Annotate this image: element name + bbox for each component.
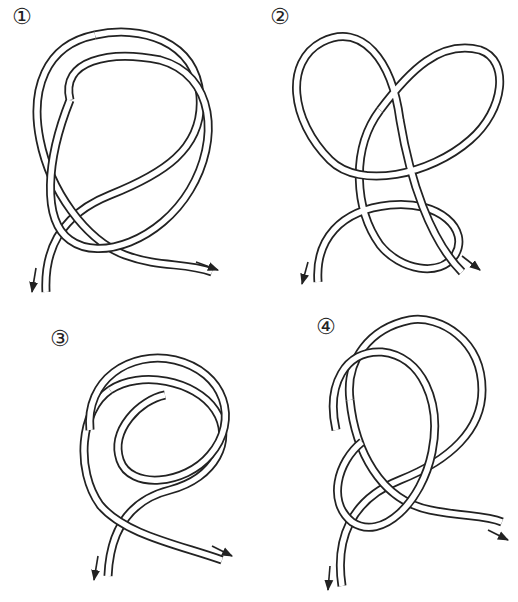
- callout-number: ④: [316, 316, 336, 338]
- knot-three: [84, 358, 232, 580]
- callout-number: ③: [50, 328, 70, 350]
- knot-one: [32, 32, 218, 292]
- knot-two: [297, 37, 500, 284]
- knot-four: [328, 319, 508, 590]
- callout-number: ①: [12, 6, 32, 28]
- callout-number: ②: [270, 6, 290, 28]
